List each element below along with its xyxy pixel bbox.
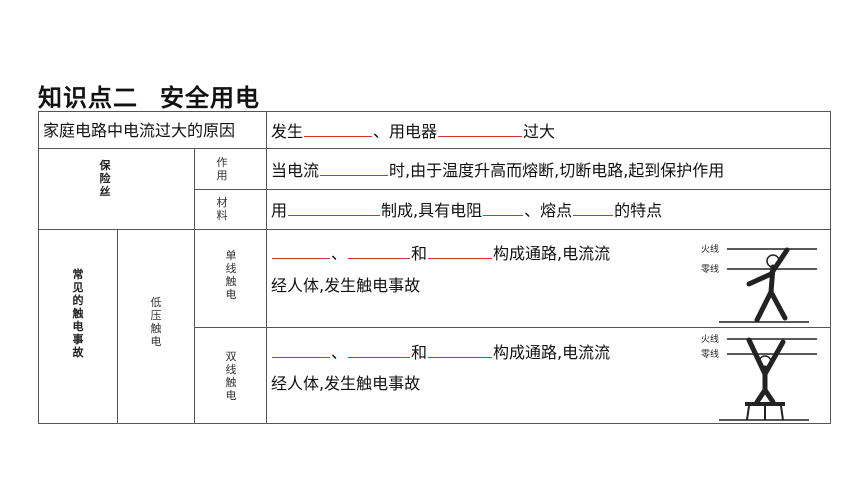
zero-wire-label-2: 零线: [701, 348, 719, 360]
section-title-main: 知识点二: [38, 84, 138, 112]
double-text-1: 构成通路,电流流: [493, 343, 611, 362]
blank-material[interactable]: [288, 198, 381, 216]
single-wire-label: 单线触电: [225, 249, 237, 301]
fuse-label: 保险丝: [99, 159, 111, 198]
fire-wire-label: 火线: [701, 243, 719, 255]
fuse-material-label: 材料: [216, 196, 228, 222]
shock-label-cell: 常见的触电事故: [38, 229, 118, 424]
fuse-function-text-2: 时,由于温度升高而熔断,切断电路,起到保护作用: [389, 161, 725, 180]
zero-wire-label: 零线: [701, 263, 719, 275]
fuse-label-cell: 保险丝: [38, 148, 195, 230]
single-sep-2: 和: [411, 244, 428, 263]
blank-single-1[interactable]: [272, 241, 330, 259]
overload-text: 发生 、用电器 过大: [271, 119, 555, 144]
blank-single-3[interactable]: [428, 241, 493, 259]
blank-single-2[interactable]: [348, 241, 411, 259]
double-wire-content-cell: 、 和 构成通路,电流流 经人体,发生触电事故 火线 零线: [266, 327, 831, 424]
double-wire-text-line2: 经人体,发生触电事故: [271, 374, 421, 393]
blank-current-too-large[interactable]: [320, 158, 389, 176]
double-wire-label: 双线触电: [225, 350, 237, 402]
fuse-function-text-1: 当电流: [271, 161, 320, 180]
double-wire-text: 、 和 构成通路,电流流: [271, 340, 610, 365]
fuse-material-content-cell: 用 制成,具有电阻 、熔点 的特点: [266, 189, 831, 230]
overload-label-cell: 家庭电路中电流过大的原因: [38, 111, 267, 149]
single-sep-1: 、: [331, 244, 348, 263]
single-wire-label-cell: 单线触电: [194, 229, 267, 328]
fuse-material-label-cell: 材料: [194, 189, 267, 230]
fuse-function-content-cell: 当电流 时,由于温度升高而熔断,切断电路,起到保护作用: [266, 148, 831, 190]
low-voltage-label-cell: 低压触电: [117, 229, 195, 424]
overload-text-2: 、用电器: [373, 122, 438, 141]
blank-short-circuit[interactable]: [304, 119, 373, 137]
safety-table: 家庭电路中电流过大的原因 发生 、用电器 过大 保险丝 作用 当电流 时,由于温度升高…: [38, 111, 831, 424]
blank-double-3[interactable]: [428, 340, 493, 358]
single-wire-content-cell: 、 和 构成通路,电流流 经人体,发生触电事故 火线 零线: [266, 229, 831, 328]
fuse-function-label-cell: 作用: [194, 148, 267, 190]
blank-double-1[interactable]: [272, 340, 330, 358]
double-wire-label-cell: 双线触电: [194, 327, 267, 424]
blank-double-2[interactable]: [348, 340, 411, 358]
section-title: 知识点二安全用电: [38, 78, 260, 113]
overload-text-3: 过大: [523, 122, 556, 141]
fuse-material-text-4: 的特点: [614, 201, 663, 220]
fuse-material-text-3: 、熔点: [524, 201, 573, 220]
overload-text-1: 发生: [271, 122, 304, 141]
section-title-sub: 安全用电: [160, 84, 260, 112]
double-sep-1: 、: [331, 343, 348, 362]
blank-total-power[interactable]: [438, 119, 523, 137]
low-voltage-label: 低压触电: [150, 296, 162, 348]
overload-content-cell: 发生 、用电器 过大: [266, 111, 831, 149]
double-sep-2: 和: [411, 343, 428, 362]
shock-label: 常见的触电事故: [72, 268, 84, 359]
blank-melting-point[interactable]: [573, 198, 614, 216]
single-wire-text-line2: 经人体,发生触电事故: [271, 276, 421, 295]
fuse-function-label: 作用: [216, 156, 228, 182]
fuse-material-text-2: 制成,具有电阻: [381, 201, 483, 220]
fuse-material-text-1: 用: [271, 201, 288, 220]
double-wire-shock-illustration: 火线 零线: [701, 333, 817, 421]
overload-label: 家庭电路中电流过大的原因: [43, 121, 236, 140]
single-wire-text: 、 和 构成通路,电流流: [271, 241, 610, 266]
blank-resistance[interactable]: [483, 198, 524, 216]
fire-wire-label-2: 火线: [701, 333, 719, 345]
fuse-material-text: 用 制成,具有电阻 、熔点 的特点: [271, 198, 662, 223]
single-wire-shock-illustration: 火线 零线: [701, 243, 817, 323]
fuse-function-text: 当电流 时,由于温度升高而熔断,切断电路,起到保护作用: [271, 158, 724, 183]
single-text-1: 构成通路,电流流: [493, 244, 611, 263]
